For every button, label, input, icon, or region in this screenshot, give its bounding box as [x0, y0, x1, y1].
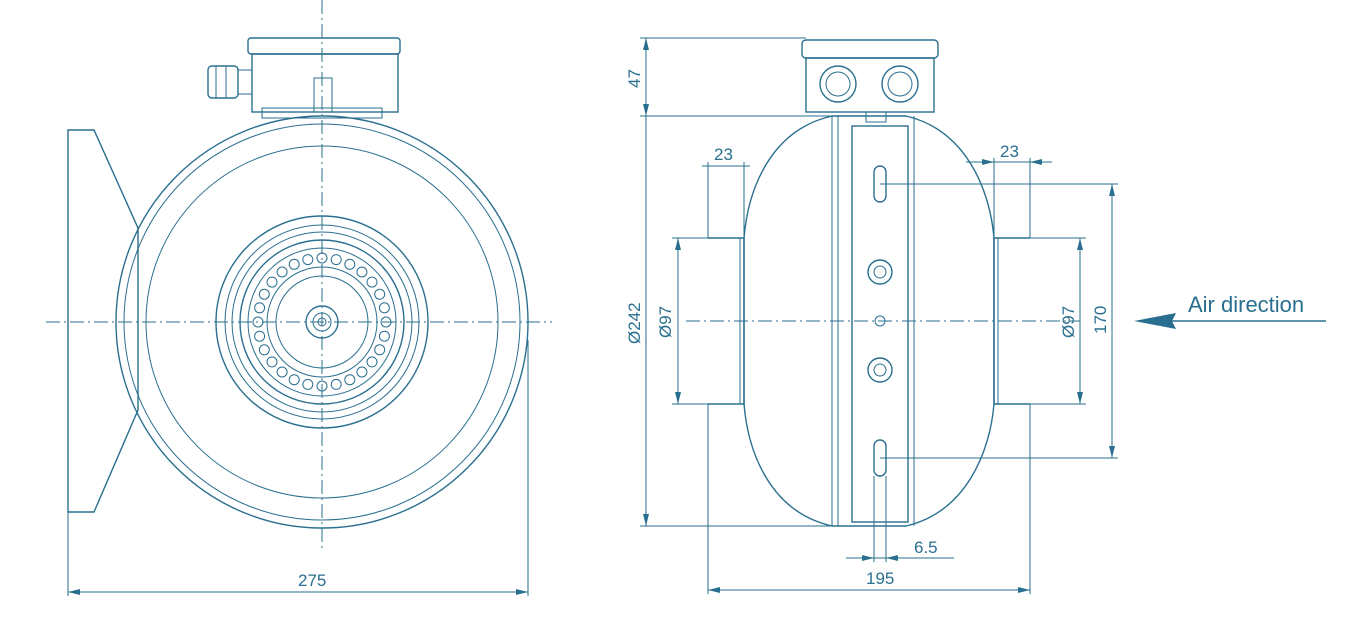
- bolt: [374, 288, 386, 300]
- air-direction-arrow: [1134, 313, 1326, 329]
- side-mounting-bracket: [851, 125, 909, 523]
- slot-width-label: 6.5: [914, 538, 938, 557]
- bolt: [258, 288, 270, 300]
- side-terminal-box: [801, 39, 939, 123]
- bolt: [254, 330, 266, 342]
- terminal-box-height-label: 47: [625, 69, 644, 88]
- side-view: 47 Ø242 Ø97 23 23 Ø97: [625, 37, 1326, 594]
- bolt: [330, 254, 342, 266]
- left-spigot-diameter-label: Ø97: [656, 306, 675, 338]
- bolt: [344, 258, 356, 270]
- bolt: [356, 366, 368, 378]
- bolt: [276, 266, 288, 278]
- front-flange: [67, 129, 139, 513]
- bolt: [344, 374, 356, 386]
- front-bolt-ring: [252, 252, 392, 392]
- bolt: [366, 356, 378, 368]
- front-width-label: 275: [298, 571, 326, 590]
- bolt: [276, 366, 288, 378]
- bolt: [374, 344, 386, 356]
- bolt: [366, 276, 378, 288]
- front-terminal-box: [207, 37, 401, 119]
- bolt: [302, 254, 314, 266]
- left-spigot-length-label: 23: [714, 145, 733, 164]
- bolt: [266, 356, 278, 368]
- bolt: [378, 330, 390, 342]
- bolt: [356, 266, 368, 278]
- bolt: [302, 378, 314, 390]
- bolt: [378, 302, 390, 314]
- right-spigot-diameter-label: Ø97: [1059, 306, 1078, 338]
- bolt: [288, 374, 300, 386]
- side-length-label: 195: [866, 569, 894, 588]
- slot-spacing-label: 170: [1091, 306, 1110, 334]
- front-view: 275: [46, 0, 552, 596]
- bolt: [254, 302, 266, 314]
- bolt: [330, 378, 342, 390]
- bolt: [258, 344, 270, 356]
- air-direction-label: Air direction: [1188, 292, 1304, 317]
- bolt: [288, 258, 300, 270]
- right-spigot-length-label: 23: [1000, 142, 1019, 161]
- body-diameter-label: Ø242: [625, 302, 644, 344]
- bolt: [266, 276, 278, 288]
- side-body: [743, 115, 995, 527]
